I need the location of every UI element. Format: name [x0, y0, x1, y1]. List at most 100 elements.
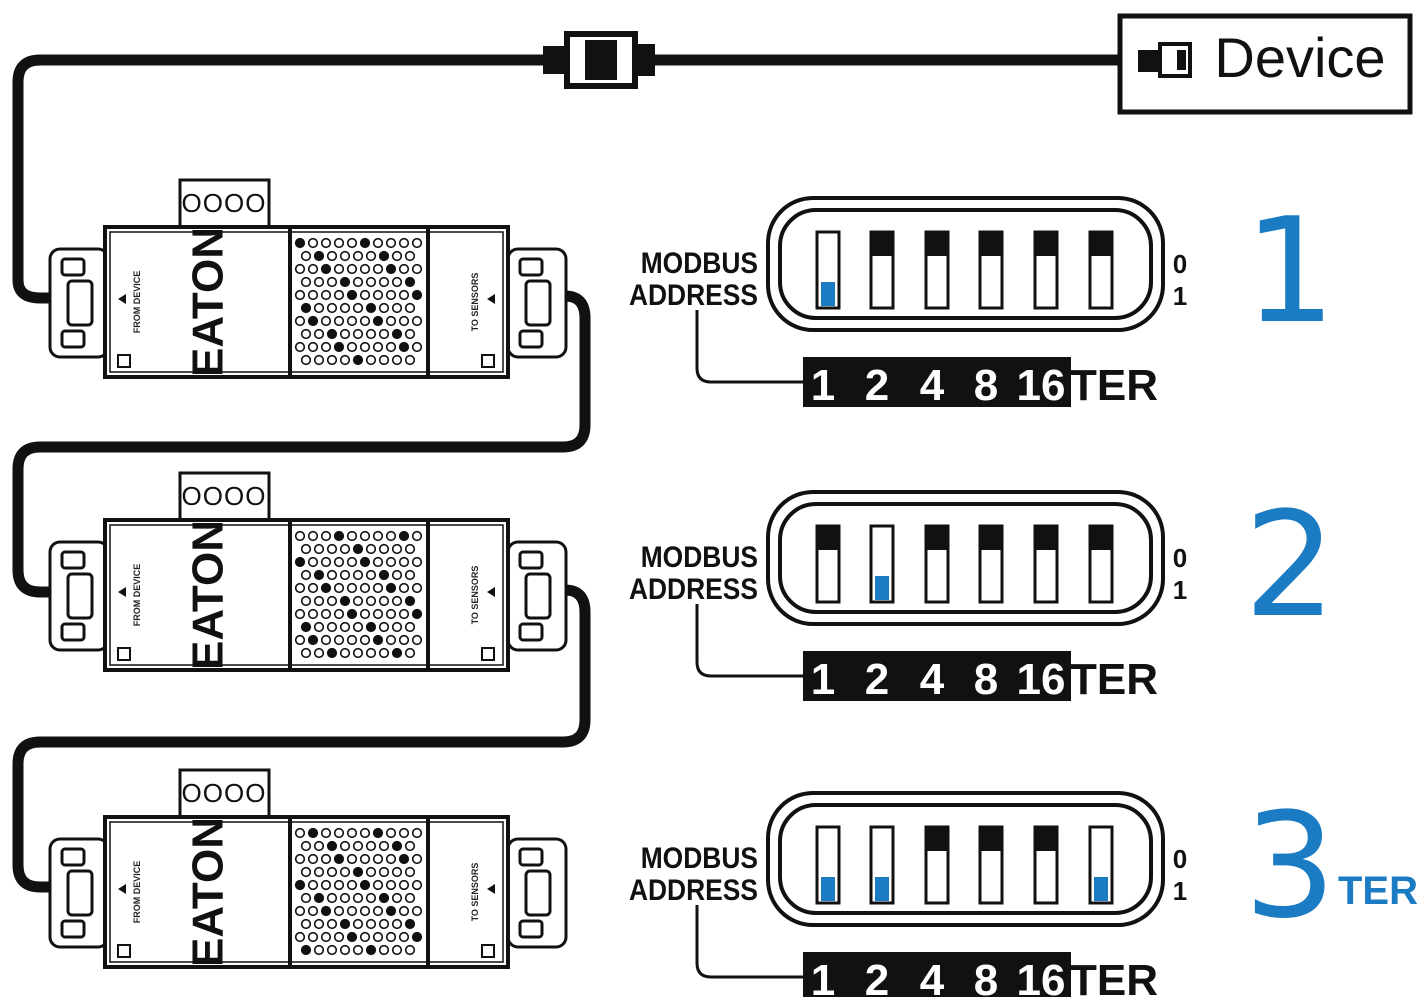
- mounting-ear-left: [48, 247, 110, 359]
- mounting-ear-right: [506, 540, 568, 652]
- switch-number: 8: [974, 361, 998, 410]
- state-on-label: 1: [1173, 876, 1187, 906]
- switch-number: 2: [865, 361, 889, 410]
- dip-switch: [1088, 230, 1114, 310]
- state-off-label: 0: [1173, 844, 1187, 874]
- switch-number-strip: [803, 952, 1071, 997]
- module-body: [103, 815, 510, 969]
- terminal-pins: OOOO: [182, 481, 267, 511]
- eaton-logo: EATON: [184, 227, 233, 377]
- switch-number: 4: [920, 655, 945, 704]
- dip-switch: [978, 825, 1004, 905]
- dip-switch: [869, 524, 895, 604]
- switch-number: 8: [974, 956, 998, 997]
- switch-number: 4: [920, 361, 945, 410]
- dip-switch: [978, 230, 1004, 310]
- module-body: [103, 225, 510, 379]
- dip-housing: [766, 196, 1165, 332]
- dip-switch: [924, 825, 950, 905]
- modbus-label: MODBUS: [641, 539, 758, 573]
- rj45-port: [66, 869, 94, 917]
- ter-label: TER: [1070, 361, 1158, 410]
- rj45-port: [524, 869, 552, 917]
- switch-number: 4: [920, 956, 945, 997]
- modbus-address-number: 1: [1244, 187, 1336, 356]
- ter-label: TER: [1070, 956, 1158, 997]
- cable-module-1-to-module-2: [12, 290, 591, 598]
- sensor-module: OOOO FROM DEVICE TO SENSORS EATON: [48, 768, 568, 969]
- to-sensors-label: TO SENSORS: [470, 566, 480, 625]
- eaton-logo: EATON: [184, 817, 233, 967]
- ter-label: TER: [1070, 655, 1158, 704]
- dip-switch: [815, 825, 841, 905]
- dip-switch: [815, 230, 841, 310]
- switch-number: 2: [865, 956, 889, 997]
- module-body: [103, 518, 510, 672]
- modbus-label: MODBUS: [641, 245, 758, 279]
- modbus-address-number: 2: [1244, 481, 1336, 650]
- switch-number: 16: [1017, 361, 1066, 410]
- cable-device-to-module-1: [12, 54, 1146, 304]
- switch-number: 8: [974, 655, 998, 704]
- dip-switch: [1088, 825, 1114, 905]
- dip-switch: [869, 230, 895, 310]
- vent-grid: [294, 237, 423, 366]
- mounting-ear-left: [48, 540, 110, 652]
- rj45-port: [524, 572, 552, 620]
- switch-number-strip: [803, 357, 1071, 407]
- dip-switch: [1033, 825, 1059, 905]
- switch-number: 16: [1017, 956, 1066, 997]
- terminal-pins: OOOO: [182, 188, 267, 218]
- dip-switch: [978, 524, 1004, 604]
- eaton-logo: EATON: [184, 520, 233, 670]
- cables: [12, 54, 1146, 893]
- rj45-port: [524, 279, 552, 327]
- terminal-block: [178, 768, 271, 822]
- modules: OOOO FROM DEVICE TO SENSORS EATON OOOO FROM D…: [48, 178, 568, 969]
- mounting-ear-right: [506, 247, 568, 359]
- rj45-port: [66, 572, 94, 620]
- vent-grid: [294, 530, 423, 659]
- address-label: ADDRESS: [629, 872, 758, 906]
- modbus-address-number: 3: [1244, 782, 1336, 951]
- device-label: Device: [1214, 26, 1385, 89]
- mounting-ear-left: [48, 837, 110, 949]
- switch-number: 1: [811, 361, 835, 410]
- to-sensors-label: TO SENSORS: [470, 863, 480, 922]
- state-on-label: 1: [1173, 281, 1187, 311]
- dip-switch: [924, 230, 950, 310]
- dip-housing: [766, 791, 1165, 927]
- device-box: Device: [1117, 13, 1413, 115]
- from-device-label: FROM DEVICE: [132, 861, 142, 924]
- sensor-module: OOOO FROM DEVICE TO SENSORS EATON: [48, 471, 568, 672]
- dip-switch: [1088, 524, 1114, 604]
- dip-switch: [924, 524, 950, 604]
- cable-coupler: [543, 31, 655, 89]
- switch-number: 1: [811, 655, 835, 704]
- from-device-label: FROM DEVICE: [132, 564, 142, 627]
- vent-grid: [294, 827, 423, 956]
- dip-switch: [869, 825, 895, 905]
- dip-switch: [1033, 230, 1059, 310]
- terminal-pins: OOOO: [182, 778, 267, 808]
- terminal-block: [178, 178, 271, 232]
- switch-number: 1: [811, 956, 835, 997]
- rj45-port: [66, 279, 94, 327]
- address-label: ADDRESS: [629, 571, 758, 605]
- state-off-label: 0: [1173, 249, 1187, 279]
- switch-number-strip: [803, 651, 1071, 701]
- mounting-ear-right: [506, 837, 568, 949]
- switch-number: 2: [865, 655, 889, 704]
- state-off-label: 0: [1173, 543, 1187, 573]
- dip-switch: [1033, 524, 1059, 604]
- termination-suffix: TER: [1338, 869, 1418, 913]
- cable-module-2-to-module-3: [12, 584, 591, 893]
- switch-number: 16: [1017, 655, 1066, 704]
- state-on-label: 1: [1173, 575, 1187, 605]
- modbus-label: MODBUS: [641, 840, 758, 874]
